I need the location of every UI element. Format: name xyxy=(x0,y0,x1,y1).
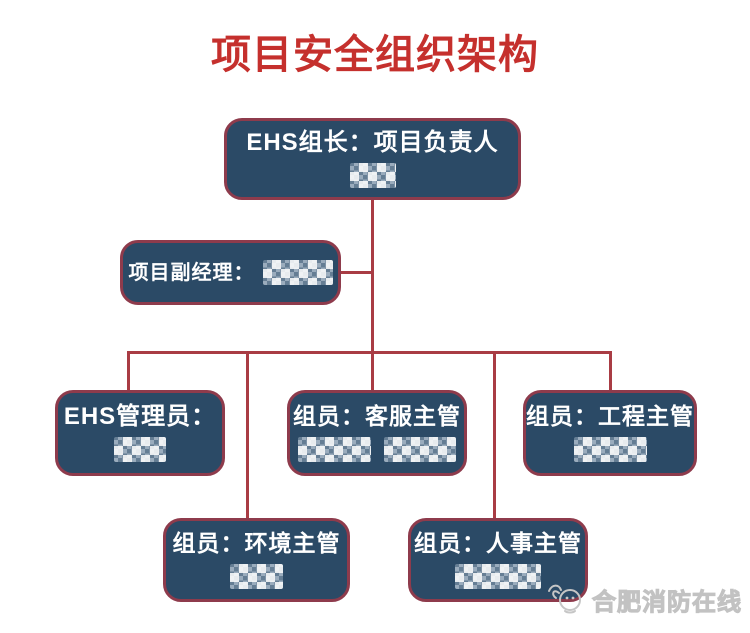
node-hr-lead-label: 组员：人事主管 xyxy=(414,530,582,557)
node-ehs-admin-label: EHS管理员： xyxy=(63,402,217,430)
node-customer-service-lead: 组员：客服主管 xyxy=(287,390,467,476)
watermark-text: 合肥消防在线 xyxy=(592,589,742,617)
redacted-name xyxy=(573,436,647,462)
node-ehs-leader: EHS组长：项目负责人 xyxy=(224,118,521,200)
mascot-logo-icon xyxy=(546,580,586,619)
node-deputy-manager-label: 项目副经理： xyxy=(128,261,255,284)
redacted-name xyxy=(455,563,541,589)
connector-deputy-stub xyxy=(339,271,373,274)
node-engineering-lead: 组员：工程主管 xyxy=(523,390,697,476)
page-title: 项目安全组织架构 xyxy=(211,31,539,78)
connector-drop-environment xyxy=(246,351,249,519)
redacted-name xyxy=(298,436,371,462)
redacted-name xyxy=(114,437,166,463)
node-deputy-manager: 项目副经理： xyxy=(120,240,341,305)
connector-drop-ehs-admin xyxy=(127,351,130,391)
connector-horizontal-rail xyxy=(127,351,612,354)
node-ehs-leader-label: EHS组长：项目负责人 xyxy=(246,128,499,156)
node-engineering-lead-label: 组员：工程主管 xyxy=(526,403,694,430)
node-hr-lead: 组员：人事主管 xyxy=(408,518,588,602)
redacted-name xyxy=(349,163,396,189)
redacted-name xyxy=(384,436,456,462)
node-customer-service-lead-label: 组员：客服主管 xyxy=(293,403,461,430)
node-environment-lead-label: 组员：环境主管 xyxy=(172,530,341,557)
connector-leader-vertical xyxy=(371,198,374,391)
connector-drop-hr xyxy=(493,351,496,519)
watermark: 合肥消防在线 xyxy=(546,580,742,619)
node-environment-lead: 组员：环境主管 xyxy=(163,518,350,602)
connector-drop-engineering xyxy=(609,351,612,391)
redacted-name xyxy=(230,563,283,589)
redacted-name-row xyxy=(298,436,456,462)
node-ehs-admin: EHS管理员： xyxy=(55,390,225,476)
redacted-name xyxy=(262,260,333,285)
